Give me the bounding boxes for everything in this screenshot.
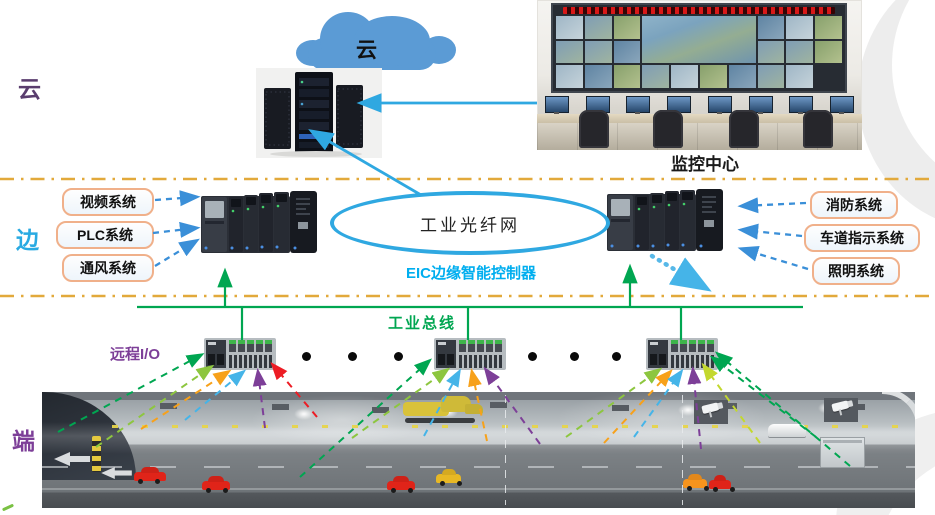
edge-controller-left-icon bbox=[200, 186, 318, 258]
chair bbox=[579, 110, 609, 148]
screen-cell bbox=[613, 16, 641, 39]
lane-marking bbox=[42, 488, 915, 490]
ellipsis-dot bbox=[612, 352, 621, 361]
screen-cell-large bbox=[642, 16, 756, 64]
industrial-bus-label: 工业总线 bbox=[388, 315, 457, 332]
system-box-ventilation: 通风系统 bbox=[62, 254, 154, 282]
screen-cell bbox=[786, 40, 814, 64]
construction-vehicle bbox=[403, 394, 483, 423]
screen-cell bbox=[815, 16, 842, 39]
screen-cell bbox=[757, 40, 785, 64]
photo-seam bbox=[505, 395, 506, 505]
remote-io-module-3-icon bbox=[646, 338, 718, 370]
monitoring-center-image bbox=[537, 0, 862, 150]
photo-seam bbox=[682, 395, 683, 505]
screen-cell bbox=[584, 65, 612, 88]
screen-cell bbox=[815, 40, 842, 64]
screen-cell bbox=[556, 16, 583, 39]
edge-controller-right-icon bbox=[606, 184, 724, 256]
ellipsis-dot bbox=[394, 352, 403, 361]
screen-cell bbox=[584, 40, 612, 64]
led-banner bbox=[563, 7, 835, 14]
lane-marking bbox=[42, 466, 915, 468]
ellipsis-dot bbox=[570, 352, 579, 361]
video-wall bbox=[551, 3, 847, 93]
screen-cell bbox=[613, 65, 641, 88]
road-arrow bbox=[54, 452, 90, 466]
tunnel-photo bbox=[42, 392, 915, 508]
tow-truck bbox=[683, 479, 707, 491]
fiber-network-ellipse: 工业光纤网 bbox=[330, 191, 610, 255]
ellipsis-dot bbox=[302, 352, 311, 361]
screen-cell bbox=[786, 65, 814, 88]
van bbox=[768, 424, 806, 437]
desk-monitor bbox=[545, 96, 569, 116]
ellipsis-dot bbox=[348, 352, 357, 361]
desk-monitor bbox=[626, 96, 651, 116]
remote-io-label: 远程I/O bbox=[110, 346, 161, 363]
remote-io-module-2-icon bbox=[434, 338, 506, 370]
tunnel-lamp-glow bbox=[294, 408, 314, 420]
screen-cell bbox=[584, 16, 612, 39]
system-box-lighting: 照明系统 bbox=[812, 257, 900, 285]
screen-cell bbox=[757, 16, 785, 39]
system-box-video: 视频系统 bbox=[62, 188, 154, 216]
cloud-server-icon bbox=[256, 68, 382, 158]
screen-cell bbox=[556, 40, 583, 64]
eic-controller-label: EIC边缘智能控制器 bbox=[405, 265, 536, 282]
system-box-fire: 消防系统 bbox=[810, 191, 898, 219]
car bbox=[709, 480, 731, 492]
chair bbox=[803, 110, 833, 148]
layer-label-cloud: 云 bbox=[18, 76, 42, 102]
chair bbox=[729, 110, 759, 148]
desk bbox=[537, 114, 862, 123]
screen-cell bbox=[699, 65, 727, 88]
chair bbox=[653, 110, 683, 148]
fiber-network-label: 工业光纤网 bbox=[420, 215, 520, 235]
video-wall-screens bbox=[556, 16, 842, 88]
ellipsis-dot bbox=[528, 352, 537, 361]
corner-mark bbox=[1, 503, 15, 512]
desk-monitor bbox=[707, 96, 732, 116]
screen-cell bbox=[728, 65, 756, 88]
desk-monitor bbox=[829, 96, 854, 116]
screen-cell bbox=[671, 65, 698, 88]
cloud-icon bbox=[308, 12, 436, 70]
car bbox=[202, 481, 230, 493]
screen-cell bbox=[613, 40, 641, 64]
layer-label-edge: 边 bbox=[16, 227, 40, 253]
layer-label-device: 端 bbox=[12, 428, 36, 454]
system-box-lane-indication: 车道指示系统 bbox=[804, 224, 920, 252]
striped-bollard bbox=[92, 436, 101, 472]
remote-io-module-1-icon bbox=[204, 338, 276, 370]
car bbox=[134, 472, 166, 484]
tunnel-wall-fixtures bbox=[160, 403, 177, 409]
controller-dotted-arrow bbox=[649, 253, 712, 292]
road-arrow bbox=[101, 467, 132, 479]
screen-cell bbox=[642, 65, 670, 88]
screen-cell bbox=[757, 65, 785, 88]
screen-cell bbox=[786, 16, 814, 39]
equipment-cabinet bbox=[820, 437, 865, 468]
system-box-plc: PLC系统 bbox=[56, 221, 154, 249]
cloud-text: 云 bbox=[356, 39, 377, 62]
screen-cell bbox=[556, 65, 583, 88]
car bbox=[387, 481, 415, 493]
car bbox=[436, 474, 461, 486]
monitoring-center-caption: 监控中心 bbox=[671, 155, 739, 174]
